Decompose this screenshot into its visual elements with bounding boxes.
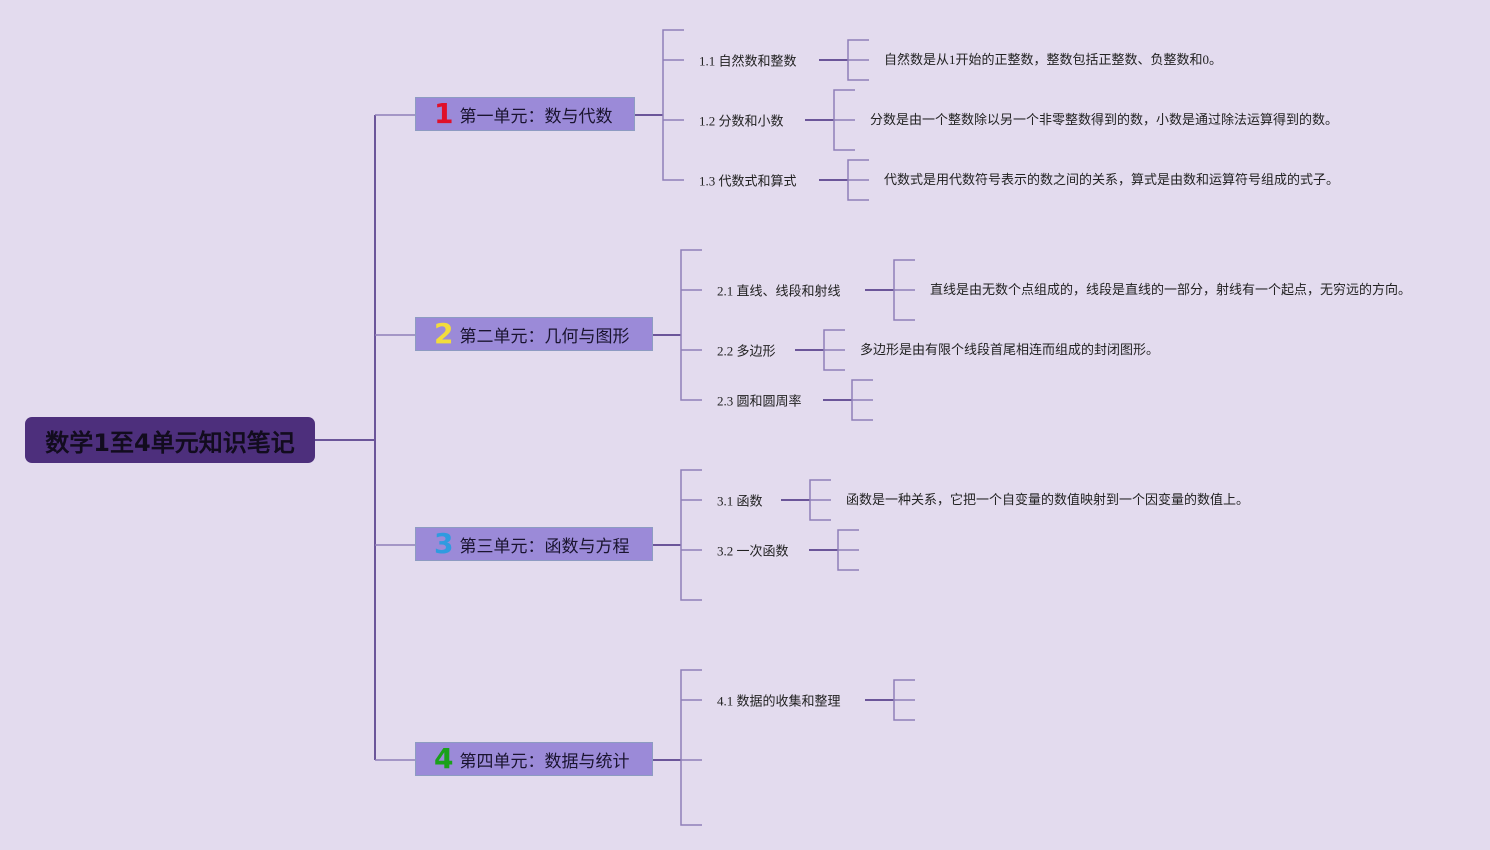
root-title: 数学1至4单元知识笔记: [45, 428, 295, 457]
note-node[interactable]: 代数式是用代数符号表示的数之间的关系，算式是由数和运算符号组成的式子。: [884, 172, 1340, 187]
note-node[interactable]: 直线是由无数个点组成的，线段是直线的一部分，射线有一个起点，无穷远的方向。: [930, 282, 1412, 297]
number-2-icon: 2: [434, 317, 454, 350]
note-node[interactable]: 分数是由一个整数除以另一个非零整数得到的数，小数是通过除法运算得到的数。: [870, 112, 1339, 127]
unit-title: 第一单元：数与代数: [459, 106, 613, 127]
topic-node[interactable]: 1.3 代数式和算式: [699, 173, 797, 189]
topic-node[interactable]: 4.1 数据的收集和整理: [717, 693, 841, 709]
unit-title: 第三单元：函数与方程: [459, 536, 630, 557]
number-1-icon: 1: [434, 97, 454, 130]
note-node[interactable]: 自然数是从1开始的正整数，整数包括正整数、负整数和0。: [884, 52, 1223, 67]
unit-node-4[interactable]: 4 第四单元：数据与统计: [415, 742, 653, 776]
unit-node-3[interactable]: 3 第三单元：函数与方程: [415, 527, 653, 561]
number-3-icon: 3: [434, 527, 454, 560]
topic-node[interactable]: 2.3 圆和圆周率: [717, 393, 802, 409]
topic-node[interactable]: 3.2 一次函数: [717, 543, 789, 559]
root-node[interactable]: 数学1至4单元知识笔记: [25, 417, 315, 463]
note-node[interactable]: 函数是一种关系，它把一个自变量的数值映射到一个因变量的数值上。: [846, 492, 1250, 507]
note-node[interactable]: 多边形是由有限个线段首尾相连而组成的封闭图形。: [860, 342, 1160, 357]
topic-node[interactable]: 1.2 分数和小数: [699, 113, 784, 129]
topic-node[interactable]: 1.1 自然数和整数: [699, 53, 797, 69]
topic-node[interactable]: 2.1 直线、线段和射线: [717, 283, 841, 299]
unit-node-1[interactable]: 1 第一单元：数与代数: [415, 97, 635, 131]
number-4-icon: 4: [434, 742, 454, 775]
unit-title: 第二单元：几何与图形: [459, 326, 630, 347]
unit-node-2[interactable]: 2 第二单元：几何与图形: [415, 317, 653, 351]
topic-node[interactable]: 3.1 函数: [717, 493, 763, 509]
topic-node[interactable]: 2.2 多边形: [717, 343, 776, 359]
unit-title: 第四单元：数据与统计: [459, 751, 630, 772]
